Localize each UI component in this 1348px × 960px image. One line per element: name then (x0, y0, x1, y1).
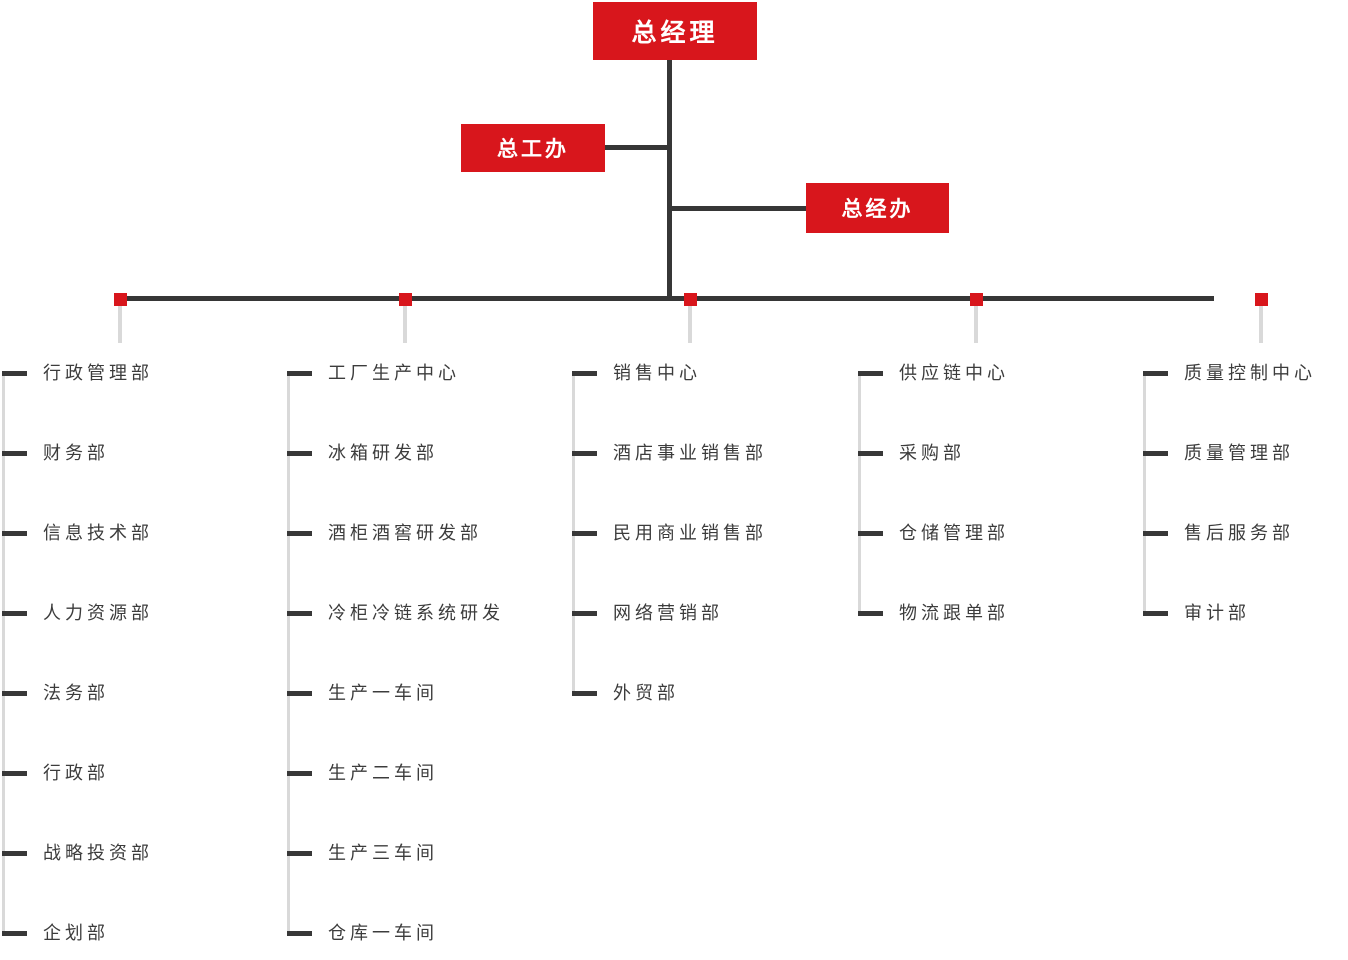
department-tick (2, 931, 27, 936)
department-label: 行政部 (43, 763, 109, 783)
red-square-marker (970, 293, 983, 306)
department-label: 战略投资部 (43, 843, 153, 863)
department-label: 销售中心 (613, 363, 701, 383)
department-tick (572, 531, 597, 536)
department-tick (287, 371, 312, 376)
department-label: 酒店事业销售部 (613, 443, 767, 463)
department-label: 仓库一车间 (328, 923, 438, 943)
department-tick (2, 371, 27, 376)
assistant-node-chief-engineer-office: 总工办 (461, 124, 605, 172)
assistant-node-gm-office: 总经办 (806, 183, 949, 233)
department-label: 信息技术部 (43, 523, 153, 543)
department-tick (1143, 451, 1168, 456)
department-label: 财务部 (43, 443, 109, 463)
department-tick (287, 851, 312, 856)
connector-trunk (667, 60, 672, 301)
department-tick (2, 771, 27, 776)
connector-gm-office (670, 206, 806, 211)
department-label: 售后服务部 (1184, 523, 1294, 543)
department-label: 外贸部 (613, 683, 679, 703)
department-tick (1143, 611, 1168, 616)
connector-main-rail (117, 296, 1214, 301)
root-node-general-manager: 总经理 (593, 2, 757, 60)
department-label: 冷柜冷链系统研发 (328, 603, 504, 623)
department-tick (858, 531, 883, 536)
branch-drop-line (1259, 306, 1263, 343)
department-tick (2, 691, 27, 696)
branch-drop-line (974, 306, 978, 343)
department-label: 供应链中心 (899, 363, 1009, 383)
department-tick (287, 611, 312, 616)
department-tick (287, 451, 312, 456)
red-square-marker (399, 293, 412, 306)
department-label: 生产三车间 (328, 843, 438, 863)
department-label: 工厂生产中心 (328, 363, 460, 383)
department-tick (858, 611, 883, 616)
department-tick (858, 451, 883, 456)
department-tick (1143, 531, 1168, 536)
department-label: 法务部 (43, 683, 109, 703)
department-label: 质量控制中心 (1184, 363, 1316, 383)
department-label: 生产一车间 (328, 683, 438, 703)
branch-drop-line (118, 306, 122, 343)
department-label: 冰箱研发部 (328, 443, 438, 463)
department-tick (572, 691, 597, 696)
department-tick (572, 371, 597, 376)
branch-drop-line (403, 306, 407, 343)
department-tick (2, 851, 27, 856)
department-label: 物流跟单部 (899, 603, 1009, 623)
department-label: 人力资源部 (43, 603, 153, 623)
department-tick (287, 931, 312, 936)
department-label: 企划部 (43, 923, 109, 943)
department-tick (2, 611, 27, 616)
department-tick (1143, 371, 1168, 376)
department-label: 酒柜酒窖研发部 (328, 523, 482, 543)
branch-spine-line (287, 373, 290, 935)
department-label: 采购部 (899, 443, 965, 463)
department-tick (287, 531, 312, 536)
branch-spine-line (858, 373, 861, 615)
red-square-marker (684, 293, 697, 306)
department-tick (572, 611, 597, 616)
branch-spine-line (2, 373, 5, 935)
department-label: 仓储管理部 (899, 523, 1009, 543)
red-square-marker (1255, 293, 1268, 306)
branch-spine-line (1143, 373, 1146, 615)
department-label: 质量管理部 (1184, 443, 1294, 463)
department-tick (858, 371, 883, 376)
department-tick (2, 451, 27, 456)
connector-chief-engineer-office (604, 145, 670, 150)
department-label: 网络营销部 (613, 603, 723, 623)
department-tick (572, 451, 597, 456)
red-square-marker (114, 293, 127, 306)
department-label: 审计部 (1184, 603, 1250, 623)
department-label: 生产二车间 (328, 763, 438, 783)
department-tick (2, 531, 27, 536)
department-label: 民用商业销售部 (613, 523, 767, 543)
department-tick (287, 691, 312, 696)
branch-drop-line (688, 306, 692, 343)
department-label: 行政管理部 (43, 363, 153, 383)
department-tick (287, 771, 312, 776)
